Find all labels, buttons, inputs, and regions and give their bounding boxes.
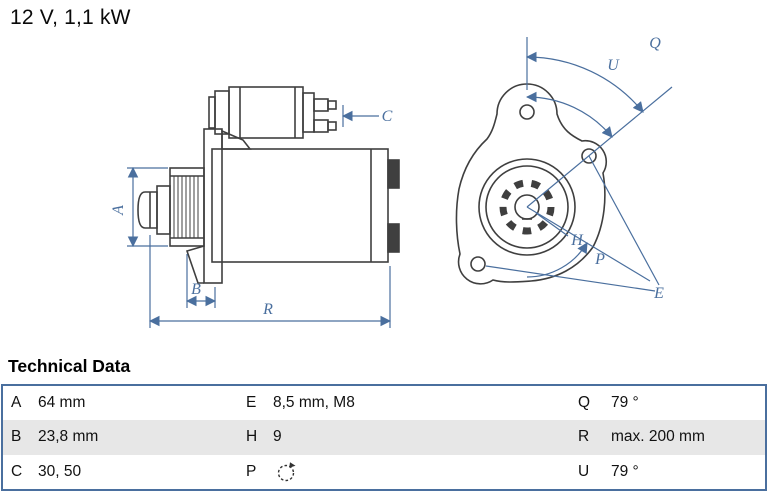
spec-value [265,461,570,483]
drive-pinion [137,167,205,284]
bolt-hole-right [581,148,597,164]
spec-value: 79 ° [611,394,639,412]
dim-label-q: Q [649,35,661,52]
spec-key: Q [578,394,591,412]
spec-key: R [578,428,590,446]
table-row: B 23,8 mm H 9 R max. 200 mm [3,420,765,455]
dim-label-e: E [653,285,664,302]
spec-key: P [246,462,257,480]
table-row: A 64 mm E 8,5 mm, M8 Q 79 ° [3,386,765,420]
spline-gear [499,179,555,235]
mounting-plate [203,128,223,284]
spec-value: 23,8 mm [38,428,99,446]
technical-data-table: A 64 mm E 8,5 mm, M8 Q 79 ° B 23,8 mm H … [1,384,767,491]
spec-key: B [11,428,22,446]
starter-side-view [137,86,400,284]
dim-label-a: A [110,205,127,216]
dim-label-u: U [607,57,620,74]
center-bore [478,158,576,256]
spec-value: 64 mm [38,394,86,412]
spec-key: A [11,394,22,412]
spec-value: 30, 50 [38,462,82,480]
spec-value: max. 200 mm [611,428,705,446]
solenoid [208,86,337,139]
spec-key: C [11,462,23,480]
page-title: 12 V, 1,1 kW [10,6,131,29]
spec-value: 9 [273,428,282,446]
motor-body [211,129,400,263]
spec-value: 79 ° [611,462,639,480]
spec-value: 8,5 mm, M8 [273,394,355,412]
dimension-lines [127,37,673,328]
dim-label-h: H [570,232,584,249]
rotation-icon [277,462,296,482]
table-row: C 30, 50 P U 79 ° [3,455,765,489]
flange-outline [455,83,608,285]
dim-label-r: R [262,301,273,318]
dim-label-p: P [594,251,605,268]
bolt-hole-bottom-left [470,256,486,272]
mounting-flange-view [455,83,608,285]
dim-label-c: C [382,108,393,125]
technical-data-heading: Technical Data [8,356,131,376]
dim-label-b: B [191,281,201,298]
dimension-labels: A B C R Q U H P E [110,35,664,318]
technical-drawing: A B C R Q U H P E [110,35,673,328]
spec-key: E [246,394,257,412]
spec-key: H [246,428,258,446]
spec-key: U [578,462,590,480]
